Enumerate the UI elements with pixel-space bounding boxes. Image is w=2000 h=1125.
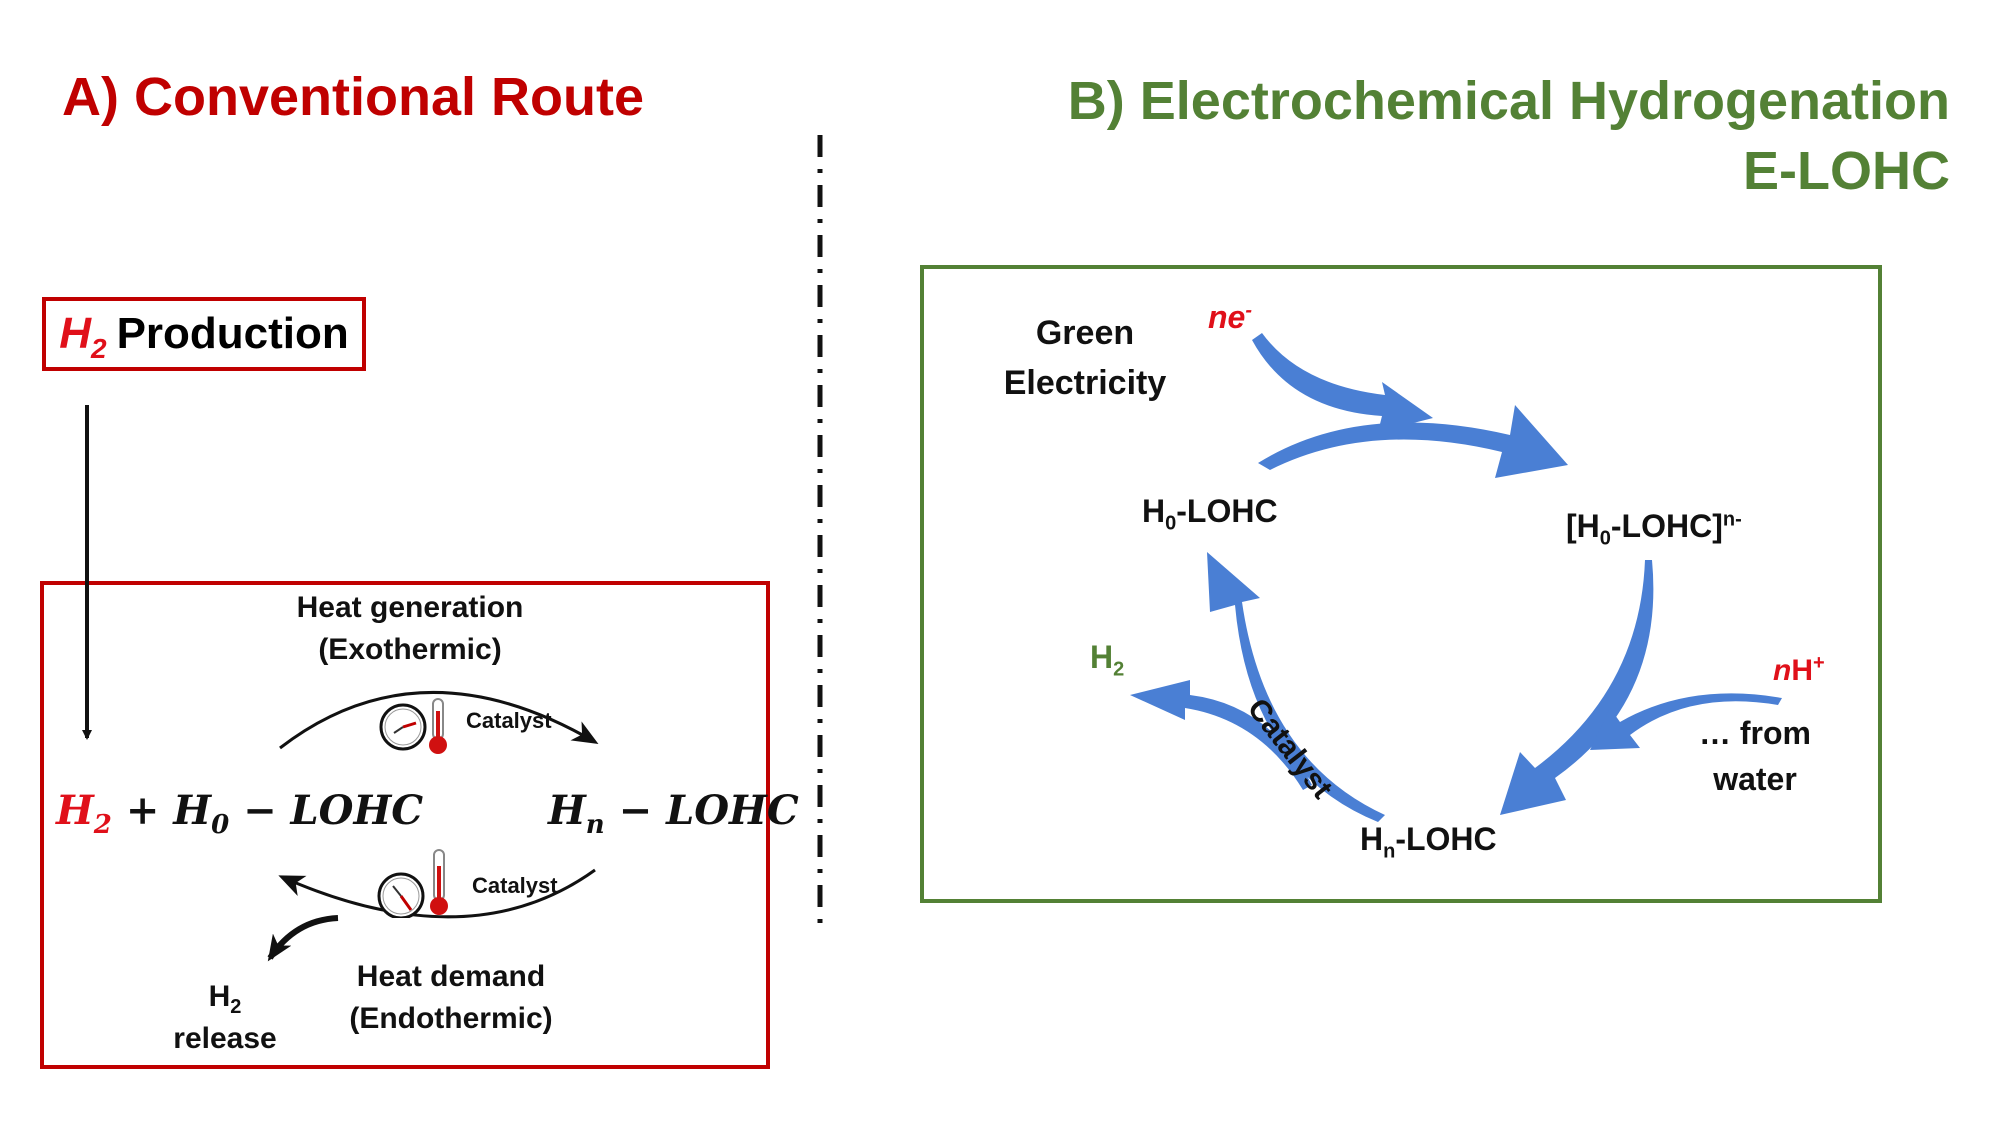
electron-label: ne- bbox=[1208, 299, 1253, 335]
h0-lohc-anion-label: [H0-LOHC]n- bbox=[1566, 508, 1742, 550]
h0-lohc-label: H0-LOHC bbox=[1142, 493, 1278, 535]
h2-symbol: H2 bbox=[59, 309, 107, 364]
pressure-gauge-icon bbox=[379, 698, 447, 754]
reduction-arrow bbox=[1258, 405, 1568, 478]
protonation-arrow bbox=[1500, 560, 1654, 815]
proton-label: nH+ bbox=[1773, 652, 1825, 687]
h2-product-label: H2 bbox=[1090, 639, 1125, 681]
electron-input-arrow bbox=[1252, 333, 1433, 432]
h2-release-arrow bbox=[267, 915, 339, 962]
hn-lohc-label: Hn-LOHC bbox=[1360, 821, 1497, 863]
e-lohc-cycle-box bbox=[920, 265, 1882, 903]
h2-release-label: H2 release bbox=[173, 980, 277, 1055]
from-water-label: … from water bbox=[1699, 715, 1811, 797]
thermometer-icon bbox=[377, 849, 448, 918]
conventional-route-box bbox=[40, 581, 770, 1069]
panel-a-title: A) Conventional Route bbox=[62, 67, 644, 127]
panel-b-title: B) Electrochemical Hydrogenation E-LOHC bbox=[1067, 71, 1950, 201]
production-label: Production bbox=[116, 309, 349, 358]
equation-left: H2 + H0 − LOHC bbox=[56, 787, 424, 840]
h2-output-arrow bbox=[1130, 680, 1312, 790]
catalyst-bottom-label: Catalyst bbox=[472, 873, 558, 898]
h2-production-box: H2 Production bbox=[42, 297, 366, 371]
dehydrogenation-arrow bbox=[1207, 552, 1385, 822]
proton-input-arrow bbox=[1590, 693, 1782, 750]
green-electricity-label: Green Electricity bbox=[1003, 314, 1167, 402]
equation-right: Hn − LOHC bbox=[548, 787, 799, 840]
panel-divider bbox=[817, 135, 823, 925]
catalyst-top-label: Catalyst bbox=[466, 708, 552, 733]
endothermic-arrow bbox=[278, 868, 596, 919]
heat-generation-label: Heat generation (Exothermic) bbox=[296, 591, 524, 666]
exothermic-arrow bbox=[279, 690, 599, 750]
heat-demand-label: Heat demand (Endothermic) bbox=[349, 960, 553, 1035]
